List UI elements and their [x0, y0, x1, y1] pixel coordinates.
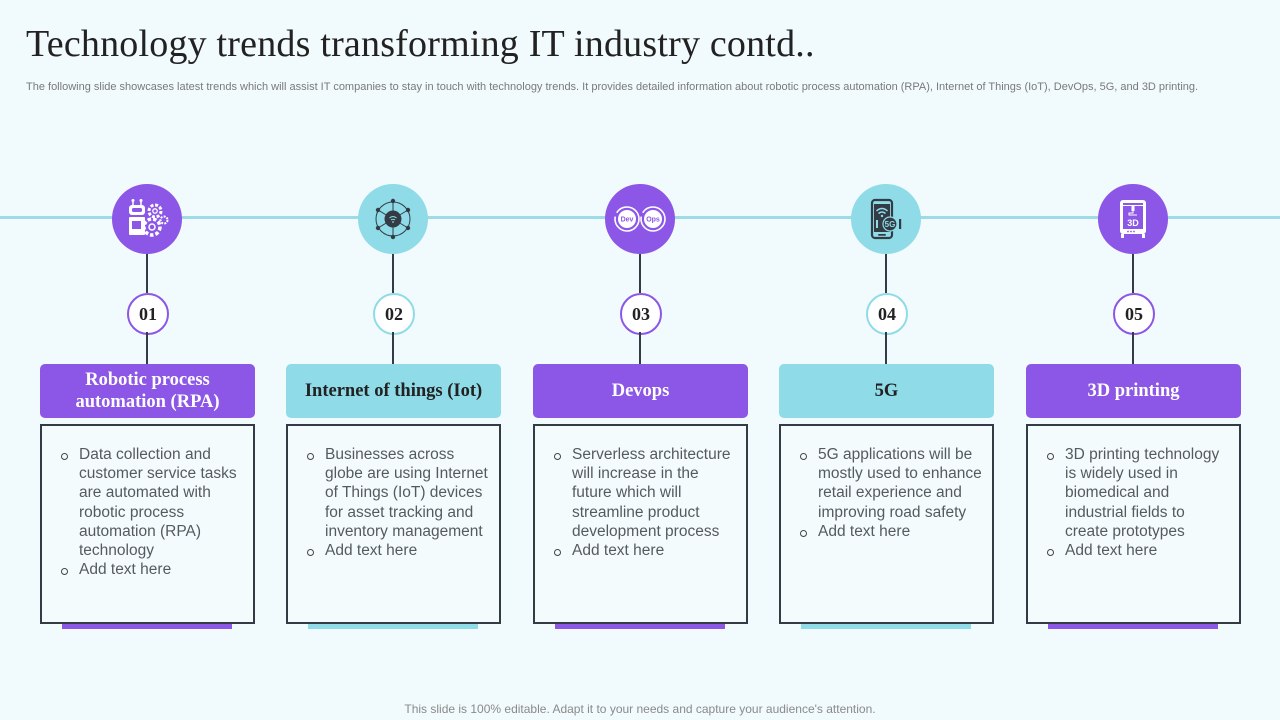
- accent-bar: [62, 624, 232, 629]
- connector-line: [885, 332, 887, 364]
- trend-step-rpa: 01 Robotic process automation (RPA) Data…: [40, 0, 255, 720]
- bullet-circle-icon: [1047, 549, 1054, 557]
- bullet-item: Add text here: [1047, 541, 1229, 560]
- step-number-badge: 03: [620, 293, 662, 335]
- bullet-circle-icon: [61, 568, 68, 576]
- connector-line: [146, 332, 148, 364]
- trend-step-devops: Dev Ops 03 Devops Serverless architectur…: [533, 0, 748, 720]
- connector-line: [1132, 254, 1134, 293]
- step-heading: 3D printing: [1026, 364, 1241, 418]
- connector-line: [885, 254, 887, 293]
- bullet-text: 3D printing technology is widely used in…: [1065, 446, 1220, 540]
- step-number-badge: 01: [127, 293, 169, 335]
- slide-footer-note: This slide is 100% editable. Adapt it to…: [404, 702, 876, 716]
- bullet-item: Serverless architecture will increase in…: [554, 445, 736, 541]
- accent-bar: [801, 624, 971, 629]
- bullet-text: Serverless architecture will increase in…: [572, 446, 731, 540]
- bullet-text: Add text here: [572, 542, 665, 560]
- trend-step-iot: 02 Internet of things (Iot) Businesses a…: [286, 0, 501, 720]
- 5g-icon-text: 5G: [885, 220, 896, 229]
- connector-line: [392, 332, 394, 364]
- bullet-text: Add text here: [1065, 542, 1158, 560]
- step-icon-circle: 5G: [851, 184, 921, 254]
- bullet-item: Add text here: [800, 522, 982, 541]
- slide-subtitle: The following slide showcases latest tre…: [26, 81, 1199, 93]
- step-icon-circle: Dev Ops: [605, 184, 675, 254]
- connector-line: [639, 254, 641, 293]
- bullet-text: Add text here: [325, 542, 418, 560]
- step-number-badge: 05: [1113, 293, 1155, 335]
- connector-line: [1132, 332, 1134, 364]
- robot-gears-icon: [129, 199, 169, 237]
- step-number-badge: 02: [373, 293, 415, 335]
- bullet-circle-icon: [554, 549, 561, 557]
- bullet-text: Add text here: [818, 522, 911, 540]
- step-icon-circle: [358, 184, 428, 254]
- bullet-circle-icon: [800, 529, 807, 537]
- connector-line: [639, 332, 641, 364]
- slide-title: Technology trends transforming IT indust…: [26, 23, 815, 65]
- bullet-text: 5G applications will be mostly used to e…: [818, 446, 982, 521]
- bullet-item: 5G applications will be mostly used to e…: [800, 445, 982, 522]
- step-content-box: Serverless architecture will increase in…: [533, 424, 748, 624]
- 5g-phone-icon: 5G: [870, 198, 902, 240]
- step-icon-circle: 3D: [1098, 184, 1168, 254]
- bullet-text: Businesses across globe are using Intern…: [325, 446, 488, 540]
- accent-bar: [1048, 624, 1218, 629]
- step-number-badge: 04: [866, 293, 908, 335]
- step-icon-circle: [112, 184, 182, 254]
- trend-step-5g: 5G 04 5G 5G applications will be mostly …: [779, 0, 994, 720]
- accent-bar: [555, 624, 725, 629]
- bullet-item: Add text here: [554, 541, 736, 560]
- bullet-item: Businesses across globe are using Intern…: [307, 445, 489, 541]
- step-content-box: 3D printing technology is widely used in…: [1026, 424, 1241, 624]
- connector-line: [146, 254, 148, 293]
- 3d-printer-icon: 3D: [1120, 200, 1146, 238]
- bullet-item: 3D printing technology is widely used in…: [1047, 445, 1229, 541]
- bullet-circle-icon: [800, 453, 807, 460]
- step-heading: 5G: [779, 364, 994, 418]
- step-content-box: Data collection and customer service tas…: [40, 424, 255, 624]
- bullet-item: Add text here: [307, 541, 489, 560]
- devops-icon-ops-text: Ops: [646, 217, 660, 224]
- bullet-text: Add text here: [79, 561, 172, 579]
- connector-line: [392, 254, 394, 293]
- bullet-text: Data collection and customer service tas…: [79, 446, 237, 560]
- bullet-circle-icon: [307, 453, 314, 460]
- step-heading: Internet of things (Iot): [286, 364, 501, 418]
- bullet-circle-icon: [554, 453, 561, 460]
- bullet-circle-icon: [1047, 453, 1054, 460]
- step-content-box: Businesses across globe are using Intern…: [286, 424, 501, 624]
- step-heading: Devops: [533, 364, 748, 418]
- bullet-circle-icon: [61, 453, 68, 460]
- accent-bar: [308, 624, 478, 629]
- step-heading: Robotic process automation (RPA): [40, 364, 255, 418]
- bullet-item: Data collection and customer service tas…: [61, 445, 243, 560]
- bullet-item: Add text here: [61, 560, 243, 579]
- devops-icon-dev-text: Dev: [621, 217, 634, 224]
- trend-step-3d-printing: 3D 05 3D printing 3D printing technology…: [1026, 0, 1241, 720]
- step-content-box: 5G applications will be mostly used to e…: [779, 424, 994, 624]
- 3d-icon-text: 3D: [1127, 218, 1139, 228]
- bullet-circle-icon: [307, 549, 314, 557]
- iot-network-icon: [375, 198, 411, 240]
- devops-icon: Dev Ops: [614, 206, 666, 232]
